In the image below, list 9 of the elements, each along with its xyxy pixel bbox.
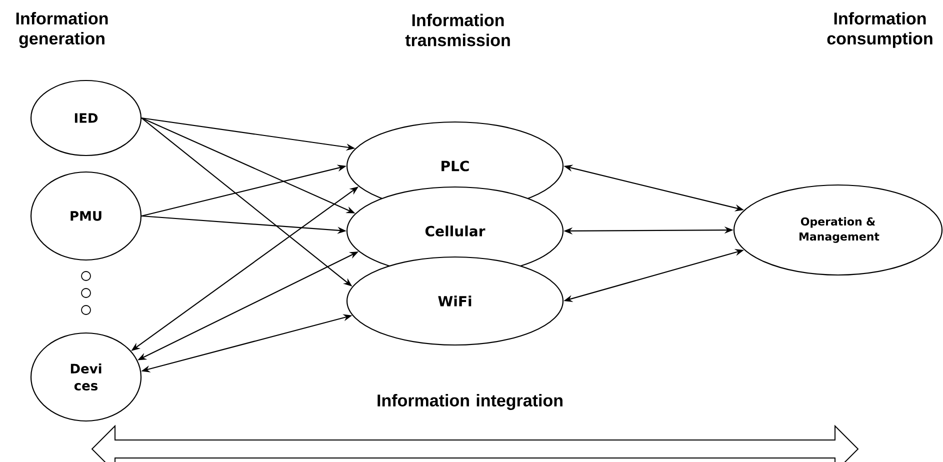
ellipse-node: PMU <box>30 171 142 261</box>
heading: Information transmission <box>405 14 510 46</box>
ellipse-node: IED <box>30 80 142 156</box>
heading: Information generation <box>16 12 108 48</box>
ellipse-node: Devi ces <box>30 332 142 422</box>
ellipse-node: Operation & Management <box>733 184 943 276</box>
heading: Information integration <box>378 394 562 410</box>
ellipse-node: WiFi <box>346 256 564 346</box>
heading: Information consumption <box>827 12 932 48</box>
